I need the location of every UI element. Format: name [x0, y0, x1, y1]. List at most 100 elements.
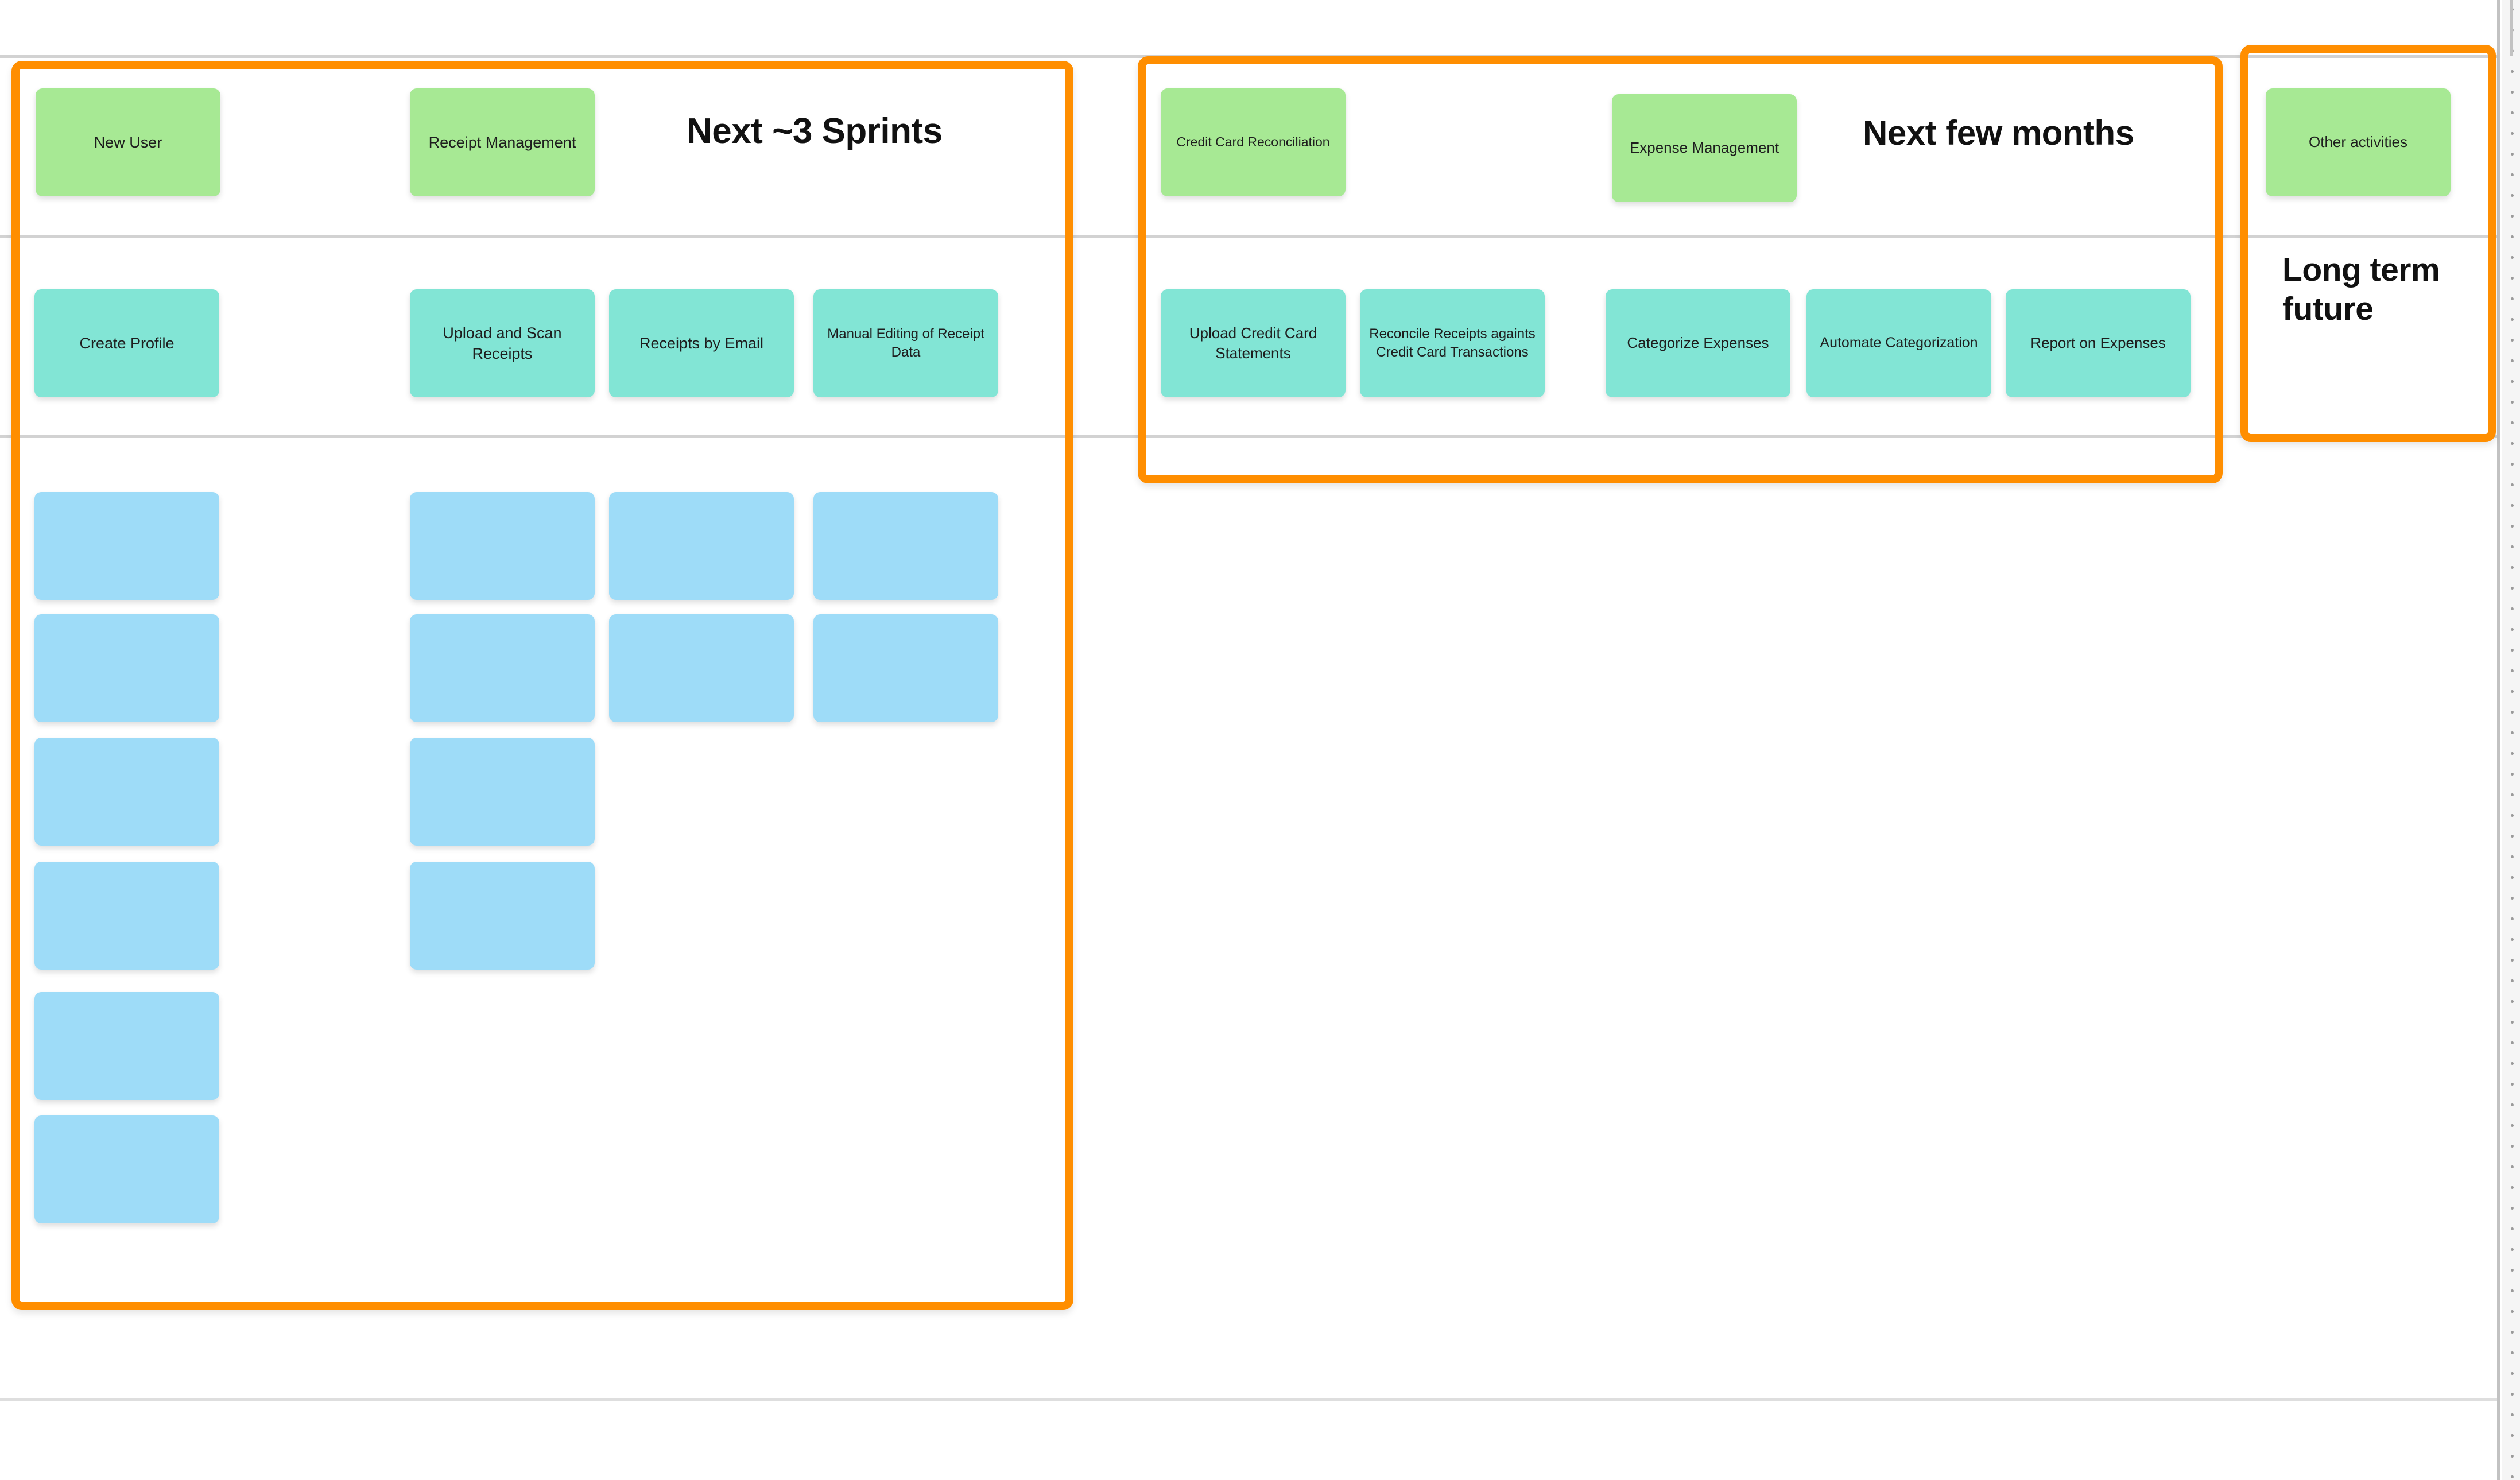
note-blank-13[interactable] [813, 492, 998, 600]
title-next-few-months[interactable]: Next few months [1863, 114, 2134, 152]
note-label: Receipts by Email [639, 334, 764, 352]
note-blank-8[interactable] [410, 614, 595, 722]
note-label: Expense Management [1629, 139, 1779, 157]
grid-dot [2511, 1434, 2514, 1437]
note-label: Categorize Expenses [1627, 334, 1769, 352]
grid-dot [2511, 1021, 2514, 1024]
frame-next-few-months[interactable] [1138, 56, 2223, 483]
note-label: Upload and Scan Receipts [443, 324, 562, 362]
title-long-term-future[interactable]: Long term future [2282, 251, 2440, 328]
grid-dot [2511, 1000, 2514, 1003]
note-blank-12[interactable] [609, 614, 794, 722]
grid-dot [2511, 793, 2514, 796]
note-credit-card-reconciliation[interactable]: Credit Card Reconciliation [1161, 88, 1346, 196]
note-label: Reconcile Receipts againts Credit Card T… [1369, 326, 1536, 360]
grid-dot [2511, 1393, 2514, 1396]
grid-dot [2511, 959, 2514, 962]
grid-dot [2511, 814, 2514, 817]
grid-dot [2511, 132, 2514, 135]
grid-dot [2511, 938, 2514, 941]
note-blank-2[interactable] [34, 614, 219, 722]
note-label: Upload Credit Card Statements [1189, 324, 1317, 362]
grid-dot [2511, 380, 2514, 383]
note-expense-management[interactable]: Expense Management [1612, 94, 1797, 202]
grid-dot [2511, 1103, 2514, 1106]
grid-dot [2511, 876, 2514, 879]
gridline-vertical [2497, 0, 2500, 1480]
note-label: Report on Expenses [2030, 334, 2166, 352]
grid-dot [2511, 1331, 2514, 1334]
grid-dot [2511, 607, 2514, 610]
note-label: Credit Card Reconciliation [1176, 134, 1330, 150]
gridline-horizontal [0, 1398, 2497, 1401]
grid-dot [2511, 855, 2514, 858]
grid-dot [2511, 173, 2514, 176]
note-upload-credit-card-statements[interactable]: Upload Credit Card Statements [1161, 289, 1346, 397]
grid-dot [2511, 339, 2514, 342]
grid-dot [2511, 566, 2514, 569]
note-blank-11[interactable] [609, 492, 794, 600]
dot-grid-strip [2502, 0, 2520, 1480]
grid-dot [2511, 504, 2514, 507]
grid-dot [2511, 215, 2514, 218]
grid-dot [2511, 1289, 2514, 1292]
note-other-activities[interactable]: Other activities [2266, 88, 2451, 196]
note-upload-and-scan-receipts[interactable]: Upload and Scan Receipts [410, 289, 595, 397]
grid-dot [2511, 1455, 2514, 1458]
note-blank-1[interactable] [34, 492, 219, 600]
note-blank-7[interactable] [410, 492, 595, 600]
grid-dot [2511, 194, 2514, 197]
grid-dot [2511, 525, 2514, 528]
grid-dot [2511, 1124, 2514, 1127]
grid-dot [2511, 1413, 2514, 1416]
grid-dot [2511, 711, 2514, 714]
gridline-horizontal [0, 235, 2497, 238]
note-receipts-by-email[interactable]: Receipts by Email [609, 289, 794, 397]
note-blank-6[interactable] [34, 1115, 219, 1223]
grid-dot [2511, 70, 2514, 73]
note-label: Create Profile [79, 334, 175, 352]
grid-dot [2511, 1248, 2514, 1251]
grid-dot [2511, 483, 2514, 486]
note-create-profile[interactable]: Create Profile [34, 289, 219, 397]
note-new-user[interactable]: New User [36, 88, 220, 196]
note-report-on-expenses[interactable]: Report on Expenses [2006, 289, 2191, 397]
grid-dot [2511, 669, 2514, 672]
grid-dot [2511, 752, 2514, 755]
note-reconcile-receipts[interactable]: Reconcile Receipts againts Credit Card T… [1360, 289, 1545, 397]
grid-dot [2511, 401, 2514, 404]
note-blank-5[interactable] [34, 992, 219, 1100]
frame-long-term-future[interactable] [2240, 45, 2496, 442]
grid-dot [2511, 1083, 2514, 1086]
note-automate-categorization[interactable]: Automate Categorization [1806, 289, 1991, 397]
note-blank-10[interactable] [410, 862, 595, 970]
grid-dot [2511, 1310, 2514, 1313]
note-label: Automate Categorization [1820, 335, 1978, 351]
note-blank-4[interactable] [34, 862, 219, 970]
grid-dot [2511, 1351, 2514, 1354]
gridline-horizontal [0, 435, 2497, 438]
grid-dot [2511, 235, 2514, 238]
note-receipt-management[interactable]: Receipt Management [410, 88, 595, 196]
note-label: Manual Editing of Receipt Data [827, 326, 984, 360]
grid-dot [2511, 979, 2514, 982]
grid-dot [2511, 897, 2514, 900]
grid-dot [2511, 587, 2514, 590]
note-blank-3[interactable] [34, 738, 219, 846]
title-next-3-sprints[interactable]: Next ~3 Sprints [687, 111, 943, 151]
grid-dot [2511, 153, 2514, 156]
note-categorize-expenses[interactable]: Categorize Expenses [1606, 289, 1790, 397]
grid-dot [2511, 690, 2514, 693]
gridline-vertical [2510, 0, 2513, 56]
note-blank-14[interactable] [813, 614, 998, 722]
grid-dot [2511, 1475, 2514, 1478]
note-manual-editing-of-receipt-data[interactable]: Manual Editing of Receipt Data [813, 289, 998, 397]
frame-next-3-sprints[interactable] [11, 61, 1073, 1310]
grid-dot [2511, 1227, 2514, 1230]
grid-dot [2511, 731, 2514, 734]
grid-dot [2511, 256, 2514, 259]
note-blank-9[interactable] [410, 738, 595, 846]
grid-dot [2511, 1269, 2514, 1272]
grid-dot [2511, 1145, 2514, 1148]
